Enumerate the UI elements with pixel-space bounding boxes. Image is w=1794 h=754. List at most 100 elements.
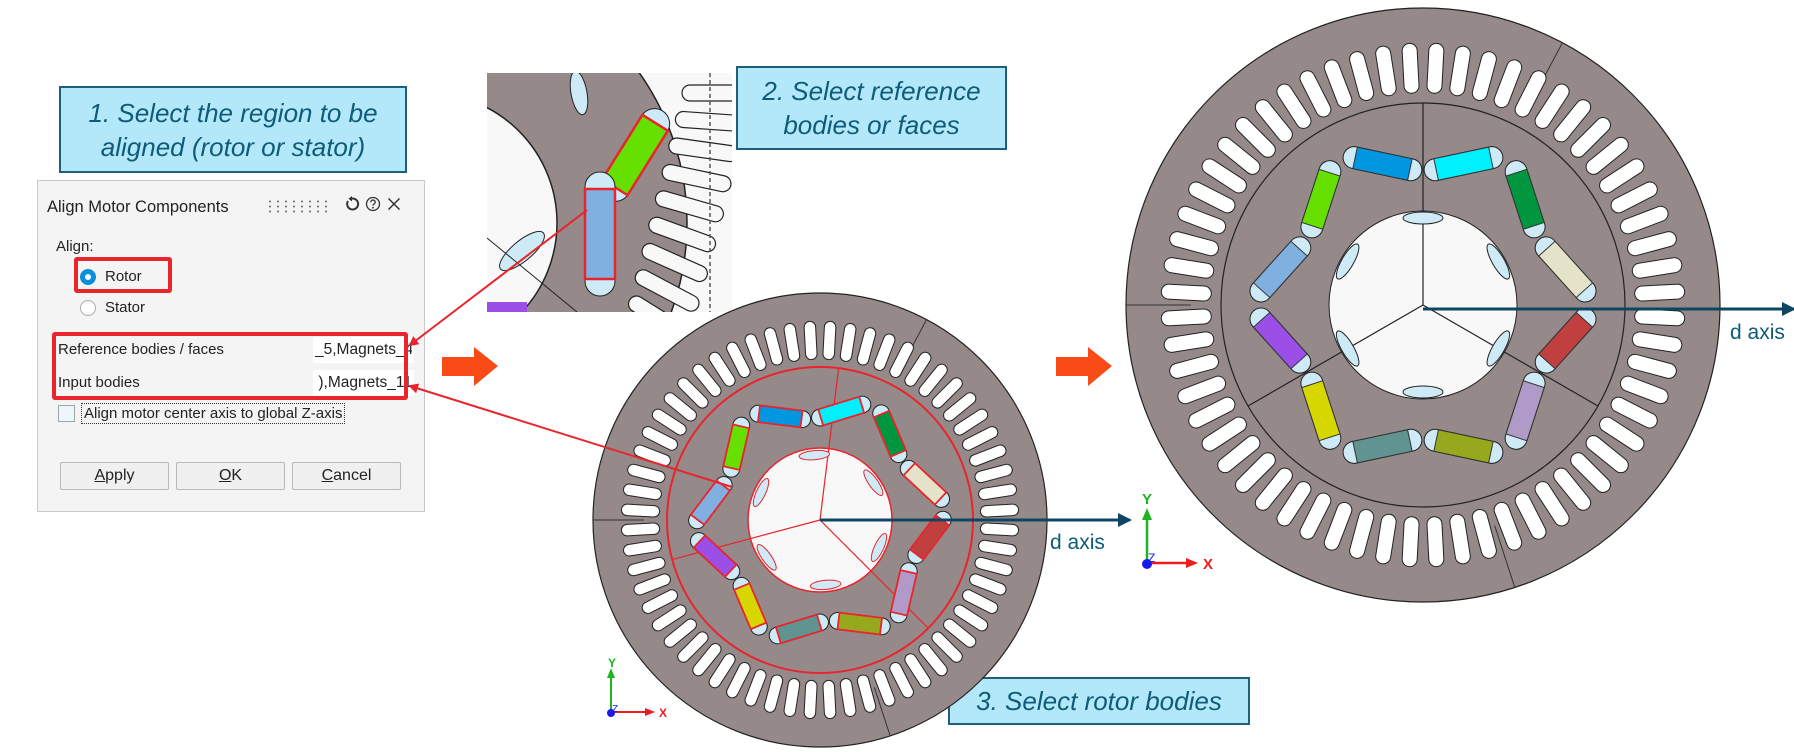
d-axis-label-before: d axis	[1050, 531, 1105, 554]
stator-slot	[744, 669, 767, 707]
stator-slot	[1553, 467, 1592, 511]
flow-arrow-2	[1056, 347, 1112, 386]
stator-slot	[620, 522, 661, 537]
inset-slot	[681, 84, 732, 102]
flux-barrier	[863, 469, 884, 496]
stator-slot	[1177, 205, 1227, 235]
stator-slot	[1349, 509, 1375, 559]
flux-barrier	[1335, 243, 1360, 280]
stator-slot	[1426, 516, 1445, 568]
stator-slot	[1471, 509, 1497, 559]
drag-grip-icon[interactable]	[266, 199, 332, 213]
magnet-body	[1352, 146, 1413, 181]
inset-magnet-purple-edge	[487, 302, 527, 312]
stator-slot	[623, 483, 662, 501]
triad-x-label: X	[1203, 556, 1213, 573]
ok-mnemonic: O	[218, 467, 232, 484]
magnet-pocket	[688, 476, 733, 530]
stator-slot	[856, 327, 877, 366]
stator-slot	[1570, 452, 1611, 493]
stator-slot	[1235, 452, 1276, 493]
radio-rotor[interactable]: Rotor	[80, 268, 142, 285]
magnet-body	[1252, 240, 1308, 299]
stator-slot	[651, 604, 687, 632]
stator-slot	[1627, 353, 1677, 379]
magnet-body	[1505, 380, 1545, 442]
magnet	[732, 576, 768, 636]
inset-slot	[661, 163, 732, 193]
stator-slot	[803, 679, 818, 720]
stator-slot	[873, 669, 896, 707]
stator-slot	[1401, 42, 1420, 94]
stator-slot	[1570, 117, 1611, 158]
align-z-axis-checkbox[interactable]	[58, 405, 75, 422]
stator-slot	[633, 573, 671, 596]
stator-slot	[979, 522, 1020, 537]
magnet	[1534, 307, 1597, 374]
stator-slot	[978, 483, 1017, 501]
stator-slot	[1375, 513, 1397, 565]
stator-segment-line	[1531, 42, 1563, 101]
stator-slot	[918, 363, 948, 397]
magnet-pocket	[899, 459, 951, 508]
reference-bodies-label: Reference bodies / faces	[58, 341, 224, 358]
radio-stator-button[interactable]	[80, 299, 96, 316]
stator-slot	[783, 323, 801, 362]
magnet	[1249, 236, 1312, 303]
close-icon[interactable]	[384, 193, 404, 215]
magnet-body	[836, 611, 884, 636]
stator-body	[1125, 7, 1721, 603]
stator-slot	[1254, 467, 1293, 511]
motor-after-alignment[interactable]	[1125, 7, 1721, 603]
cancel-mnemonic: C	[321, 467, 334, 484]
radio-stator[interactable]: Stator	[80, 299, 145, 316]
stator-slot	[663, 618, 697, 648]
help-icon[interactable]	[363, 193, 383, 215]
flux-barrier	[870, 533, 888, 563]
magnet-body	[1252, 311, 1308, 370]
stator-slot	[1449, 45, 1471, 97]
magnet-body	[1301, 380, 1341, 442]
stator-slot	[943, 618, 977, 648]
reference-bodies-input[interactable]	[313, 337, 414, 363]
stator-slot	[1493, 501, 1523, 551]
d-axis-label-after: d axis	[1730, 321, 1785, 344]
stator-slot	[620, 503, 661, 518]
axis-triad-before: Y X Z	[607, 656, 667, 720]
magnet	[907, 510, 952, 564]
magnet-pocket	[689, 532, 741, 581]
magnet	[1342, 146, 1423, 182]
stator-slot	[1534, 481, 1570, 527]
input-bodies-row: Input bodies	[58, 370, 420, 396]
inset-slot	[648, 216, 717, 253]
magnet-body	[1538, 311, 1594, 370]
rotor-body	[666, 366, 974, 674]
reset-icon[interactable]	[342, 193, 362, 215]
stator-slot	[1349, 51, 1375, 101]
stator-slot	[931, 377, 963, 409]
triad-x-label: X	[659, 706, 667, 720]
stator-slot	[979, 503, 1020, 518]
stator-slot	[1631, 257, 1683, 279]
radio-stator-label: Stator	[105, 299, 146, 316]
radio-rotor-button[interactable]	[80, 268, 96, 285]
leader-arrow-input	[408, 383, 733, 488]
input-bodies-input[interactable]	[313, 370, 414, 396]
stator-slot	[1276, 83, 1312, 129]
stator-slot	[1169, 231, 1219, 257]
magnet-pocket	[1249, 236, 1312, 303]
magnet-pocket	[1249, 307, 1312, 374]
stator-slot	[1163, 257, 1215, 279]
magnet	[749, 404, 812, 429]
magnet	[689, 532, 741, 581]
flux-barrier	[1402, 385, 1444, 399]
stator-slot	[1235, 117, 1276, 158]
axis-triad-after: Y X Z	[1142, 491, 1213, 573]
stator-slot	[1634, 308, 1686, 327]
triad-y-label: Y	[1142, 491, 1152, 508]
align-z-axis-checkbox-row[interactable]: Align motor center axis to global Z-axis	[58, 403, 346, 424]
